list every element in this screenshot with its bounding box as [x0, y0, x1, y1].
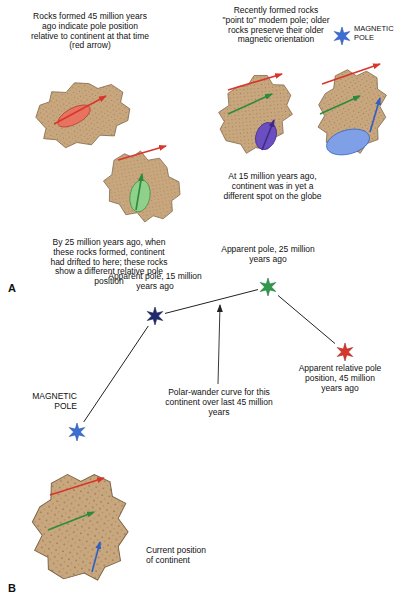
star-symbol	[332, 26, 352, 46]
note-text: Recently formed rocks "point to" modern …	[222, 6, 330, 45]
magnetic-arrow	[136, 174, 142, 210]
note-text: Rocks formed 45 million years ago indica…	[30, 12, 150, 51]
pole-star: Apparent pole, 15 million years ago	[145, 306, 165, 326]
star-shape	[334, 27, 350, 45]
note-text: At 15 million years ago, continent was i…	[220, 172, 325, 201]
magnetic-arrow	[92, 542, 100, 572]
star-symbol	[258, 277, 278, 297]
star-shape	[337, 343, 353, 361]
pole-label: Apparent pole, 25 million years ago	[218, 245, 318, 265]
rock-patch	[324, 125, 373, 160]
note-text: Polar-wander curve for this continent ov…	[160, 388, 278, 417]
panel-letter: B	[8, 582, 22, 595]
rock-patch	[252, 119, 280, 152]
pole-star: Apparent relative pole position, 45 mill…	[335, 342, 355, 362]
magnetic-arrow	[262, 120, 274, 150]
continent-outline	[92, 137, 193, 235]
panel-letter: A	[8, 282, 22, 295]
magnetic-arrow	[118, 146, 166, 160]
polar-wander-curve	[165, 290, 258, 314]
magnetic-arrow	[50, 478, 104, 495]
note-text: Current position of continent	[146, 546, 212, 566]
star-symbol	[335, 342, 355, 362]
continent-outline	[308, 61, 396, 160]
continent-outline	[31, 74, 135, 153]
star-shape	[69, 423, 85, 441]
star-symbol	[145, 306, 165, 326]
polar-wander-curve	[84, 326, 149, 422]
pole-star: MAGNETIC POLE	[332, 26, 352, 46]
magnetic-arrow	[370, 98, 380, 132]
star-shape	[260, 278, 276, 296]
continent-outline	[24, 465, 137, 588]
pole-star: MAGNETIC POLE	[67, 422, 87, 442]
star-shape	[147, 307, 163, 325]
pole-label: MAGNETIC POLE	[12, 392, 77, 412]
magnetic-arrow	[228, 94, 272, 114]
pole-label: Apparent relative pole position, 45 mill…	[295, 364, 385, 393]
magnetic-arrow	[228, 74, 282, 90]
magnetic-arrow	[320, 96, 360, 114]
pole-star: Apparent pole, 25 million years ago	[258, 277, 278, 297]
magnetic-arrow	[322, 64, 380, 84]
note-text: By 25 million years ago, when these rock…	[45, 238, 173, 287]
magnetic-arrow	[48, 512, 94, 530]
leader-arrow	[218, 305, 220, 384]
magnetic-arrow	[54, 96, 106, 124]
polar-wander-curve	[278, 295, 335, 343]
continent-outline	[204, 61, 307, 166]
star-symbol	[67, 422, 87, 442]
pole-label: MAGNETIC POLE	[354, 25, 398, 42]
